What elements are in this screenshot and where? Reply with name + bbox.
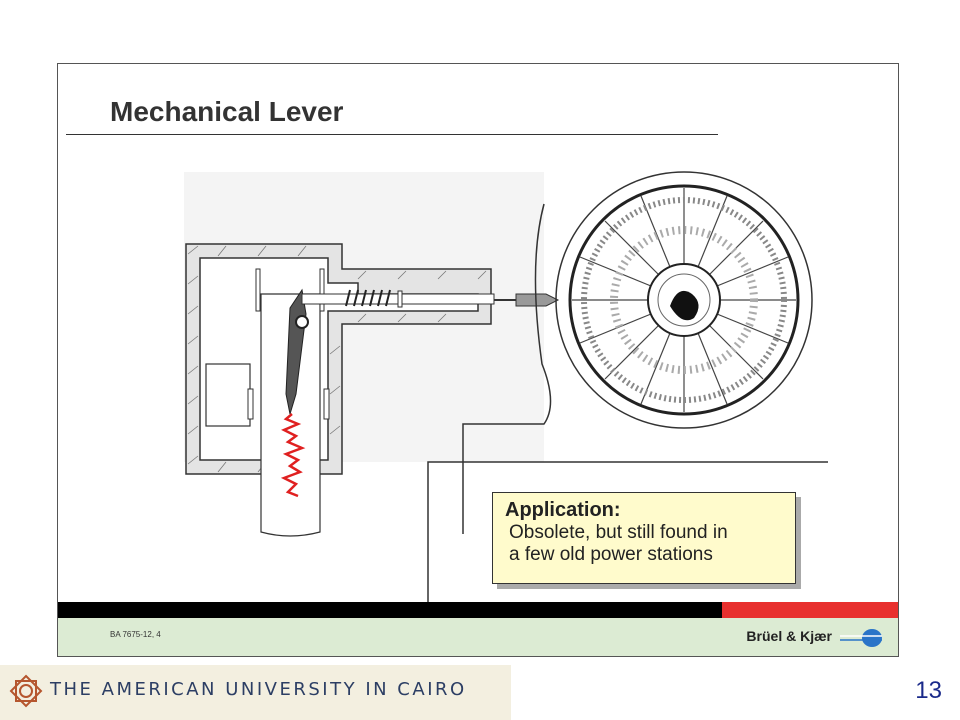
roller-right xyxy=(323,388,330,420)
recorder-block xyxy=(205,363,251,427)
vibration-trace xyxy=(280,413,306,498)
roller-left xyxy=(247,388,254,420)
spring-stop xyxy=(397,290,403,308)
machine-bracket xyxy=(462,203,552,534)
footer-black-bar xyxy=(58,602,722,618)
slide-title: Mechanical Lever xyxy=(110,96,344,127)
institution-name: THE AMERICAN UNIVERSITY IN CAIRO xyxy=(50,679,467,700)
probe-tip xyxy=(515,293,560,307)
shaft-orbit xyxy=(670,290,699,321)
application-box: Application: Obsolete, but still found i… xyxy=(492,492,796,584)
bk-logo-icon xyxy=(840,629,882,647)
document-code: BA 7675-12, 4 xyxy=(110,630,161,639)
brand-name: Brüel & Kjær xyxy=(746,628,832,644)
footer-red-bar xyxy=(722,602,898,618)
spring xyxy=(345,289,391,307)
application-line-2: a few old power stations xyxy=(509,544,713,565)
paper-guide-right xyxy=(319,268,325,312)
application-heading: Application: xyxy=(505,499,621,521)
paper-guide-left xyxy=(255,268,261,312)
auc-banner: THE AMERICAN UNIVERSITY IN CAIRO xyxy=(0,665,511,720)
page-number: 13 xyxy=(915,677,942,704)
slide-footer: BA 7675-12, 4 Brüel & Kjær xyxy=(58,618,898,656)
auc-logo-icon xyxy=(9,674,43,708)
housing-hatching xyxy=(187,245,487,473)
application-line-1: Obsolete, but still found in xyxy=(509,522,728,543)
lever-pivot xyxy=(295,315,309,329)
machine-base xyxy=(427,461,828,604)
rotor xyxy=(555,171,813,429)
mechanical-lever-diagram xyxy=(184,171,828,604)
slide-frame: Mechanical Lever xyxy=(57,63,899,657)
title-divider xyxy=(66,134,718,135)
